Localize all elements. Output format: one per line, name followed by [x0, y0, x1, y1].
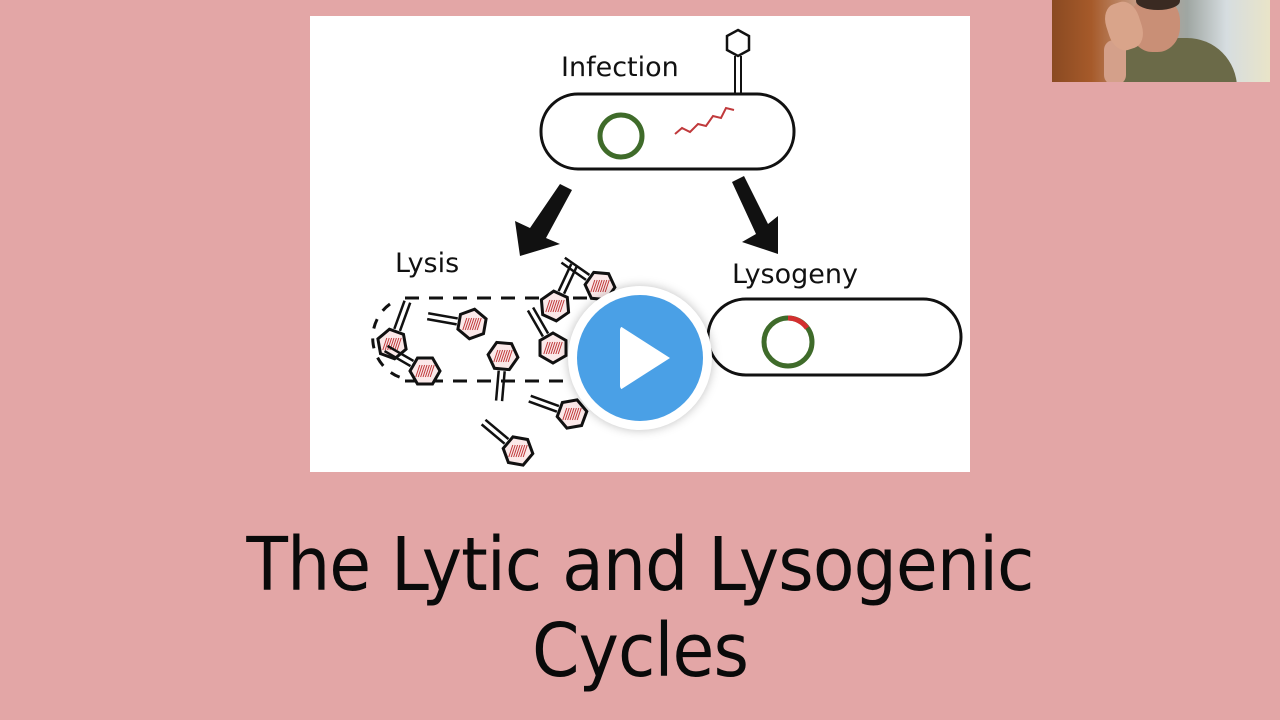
slide-title: The Lytic and Lysogenic Cycles — [51, 522, 1229, 694]
phage-tail — [398, 302, 412, 332]
lysogeny-cell — [706, 297, 963, 377]
phage-tail — [426, 317, 457, 326]
phage-particle — [526, 306, 568, 365]
lysogeny-label: Lysogeny — [732, 259, 858, 290]
prophage-segment — [787, 315, 810, 330]
phage-dna — [382, 337, 402, 351]
phage-tail — [386, 344, 415, 362]
phage-particle — [383, 344, 442, 386]
injected-phage-dna — [674, 106, 735, 135]
phage-tail — [480, 423, 506, 445]
phage-dna — [415, 364, 435, 378]
phage-tail — [500, 371, 506, 402]
phage-tail — [530, 394, 560, 408]
phage-dna — [508, 444, 528, 458]
phage-tail — [427, 312, 458, 320]
presenter-arm — [1104, 40, 1126, 82]
phage-dna — [545, 299, 565, 313]
play-button[interactable] — [568, 286, 712, 430]
phage-particle — [528, 394, 589, 430]
phage-tail — [393, 300, 406, 330]
infection-cell — [539, 28, 796, 171]
phage-tail — [532, 306, 550, 335]
phage-dna — [462, 317, 482, 331]
phage-dna — [543, 341, 563, 355]
phage-tail — [528, 400, 558, 413]
infection-label: Infection — [561, 52, 679, 83]
phage-tail — [484, 418, 510, 441]
arrow-to-lysogeny — [732, 176, 778, 254]
slide-title-line-2: Cycles — [531, 608, 749, 694]
diagram-graphic — [371, 28, 963, 467]
phage-dna — [493, 349, 513, 363]
presenter-hair — [1136, 0, 1180, 10]
phage-tail — [560, 261, 587, 281]
lysis-label: Lysis — [395, 248, 460, 279]
phage-particle — [486, 340, 520, 402]
phage-dna — [590, 279, 610, 293]
attaching-phage — [725, 28, 751, 94]
phage-dna — [562, 407, 582, 421]
phage-particle — [539, 263, 578, 323]
released-phages — [376, 256, 617, 467]
presenter-webcam — [1052, 0, 1270, 82]
phage-tail — [526, 309, 544, 338]
phage-tail — [564, 256, 591, 276]
phage-tail — [383, 350, 412, 368]
phage-tail — [494, 370, 500, 401]
phage-particle — [480, 418, 535, 467]
phage-particle — [426, 307, 488, 341]
bacterial-chromosome — [597, 112, 645, 160]
play-icon[interactable] — [620, 326, 670, 390]
arrow-to-lysis — [515, 184, 572, 256]
slide-title-line-1: The Lytic and Lysogenic — [246, 522, 1034, 608]
